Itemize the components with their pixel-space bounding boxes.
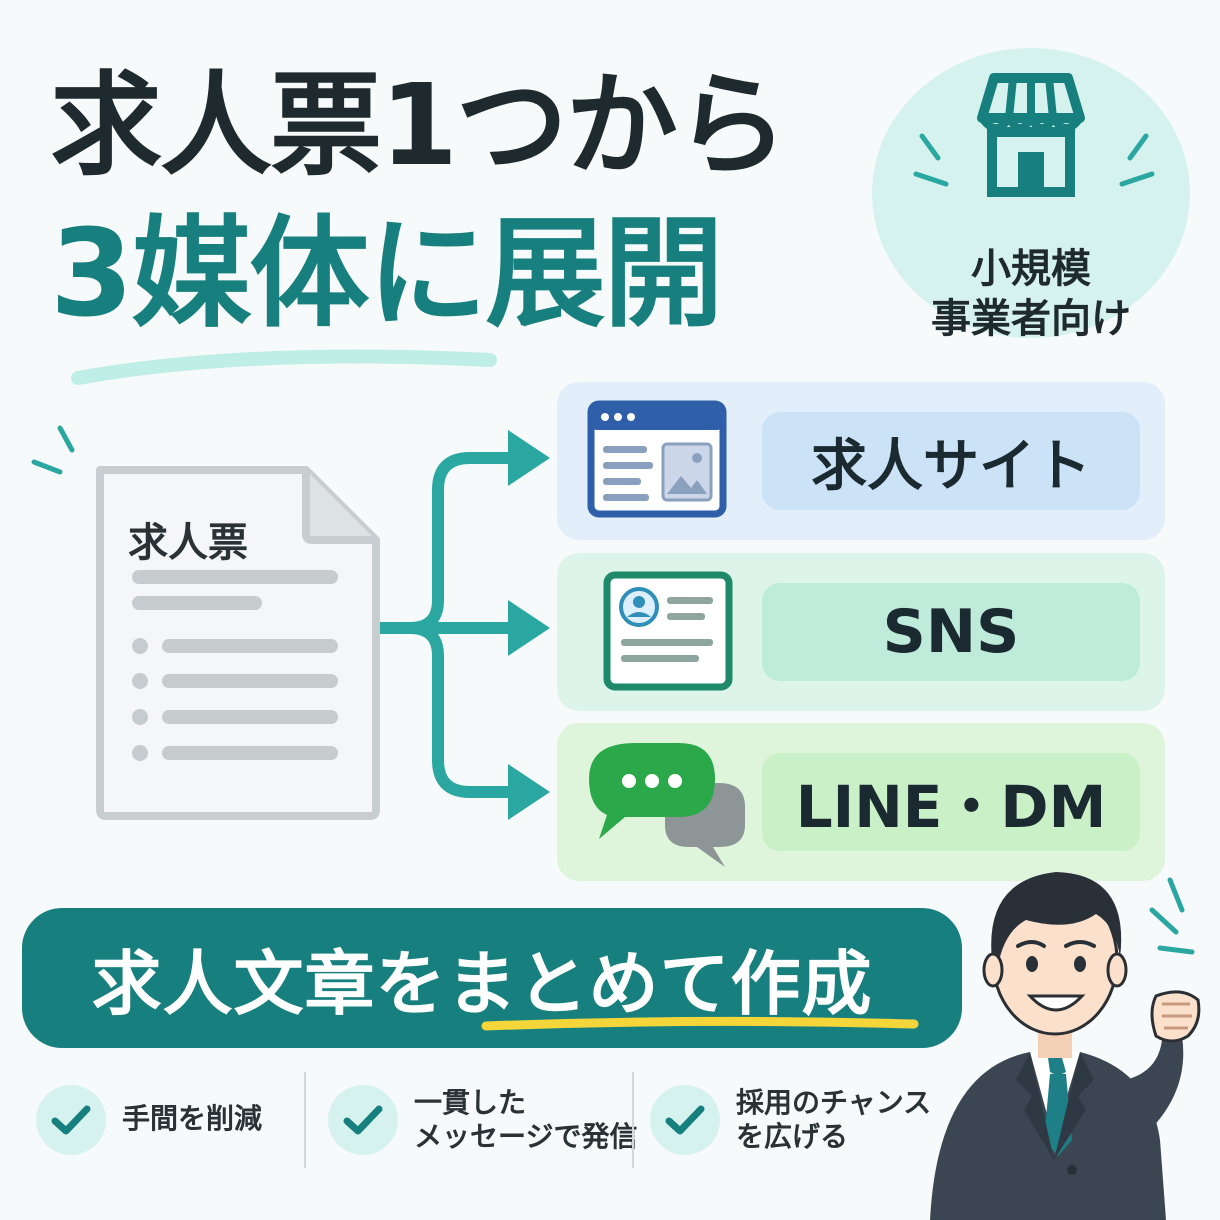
headline-underline <box>71 349 497 385</box>
badge-text-line-1: 小規模 <box>971 246 1091 292</box>
benefit-text: 一貫した メッセージで発信 <box>414 1086 638 1154</box>
check-icon <box>328 1085 398 1155</box>
sparkle-lines-icon <box>913 133 949 187</box>
divider <box>304 1072 306 1168</box>
badge-text-line-2: 事業者向け <box>931 296 1131 342</box>
shop-icon <box>977 73 1085 197</box>
sparkle-lines-icon <box>1119 133 1155 187</box>
businessman-illustration <box>930 872 1201 1220</box>
check-icon <box>650 1085 720 1155</box>
benefit-text: 採用のチャンス を広げる <box>736 1086 932 1154</box>
divider <box>632 1072 634 1168</box>
channel-sns: SNS <box>557 553 1165 711</box>
sparkle-lines-icon <box>31 425 75 475</box>
benefit-text: 手間を削減 <box>122 1102 263 1135</box>
profile-card-icon <box>603 571 733 691</box>
highlight-underline <box>481 1016 919 1031</box>
channel-label: 求人サイト <box>762 412 1140 510</box>
check-icon <box>36 1085 106 1155</box>
headline-line-2: 3媒体に展開 <box>50 205 723 344</box>
browser-window-icon <box>587 400 727 518</box>
headline-line-1: 求人票1つから <box>50 61 788 191</box>
channel-label: LINE・DM <box>762 753 1140 851</box>
channel-line-dm: LINE・DM <box>557 723 1165 881</box>
document-title: 求人票 <box>128 520 248 566</box>
channel-label: SNS <box>762 583 1140 681</box>
banner-text: 求人文章をまとめて作成 <box>91 942 873 1025</box>
branch-arrows <box>380 430 550 820</box>
chat-bubbles-icon <box>589 743 745 867</box>
document-icon <box>96 466 380 820</box>
channel-job-site: 求人サイト <box>557 382 1165 540</box>
target-badge: 小規模 事業者向け <box>872 48 1190 342</box>
